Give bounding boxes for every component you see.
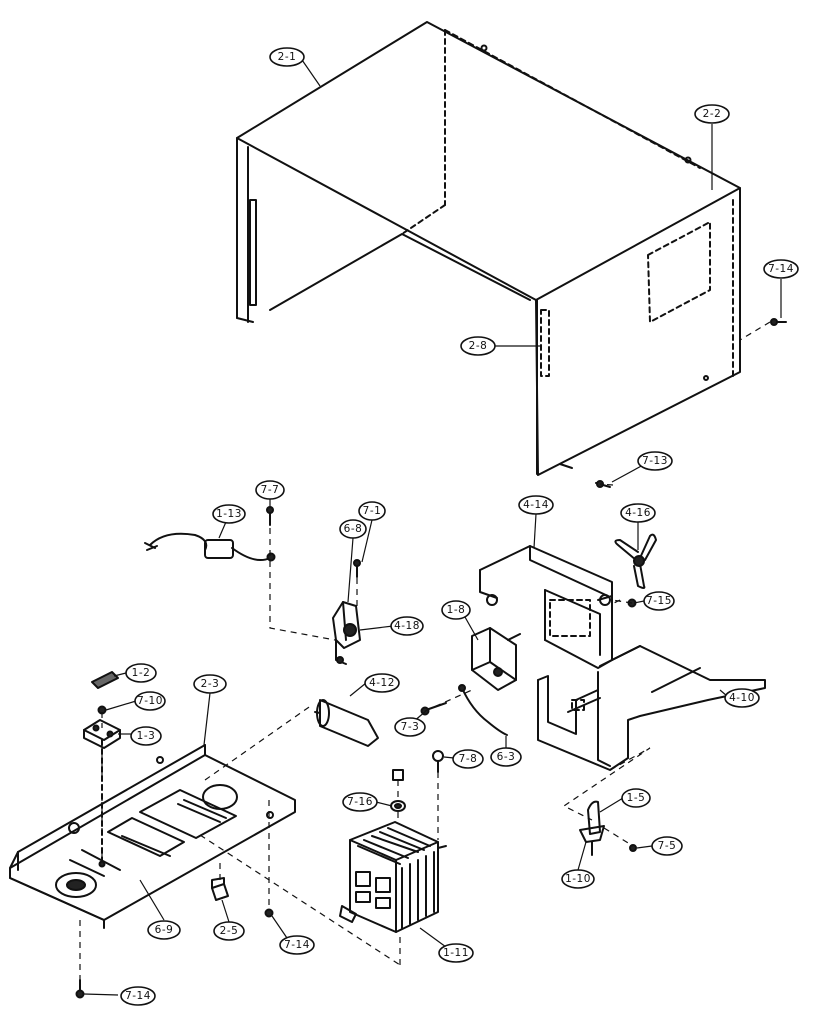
fan-motor bbox=[471, 627, 521, 691]
callout-label: 4-14 bbox=[523, 499, 549, 511]
callout-1-13: 1-13 bbox=[212, 504, 246, 524]
callout-6-8: 6-8 bbox=[339, 519, 367, 539]
outer-cabinet bbox=[236, 21, 741, 476]
callout-6-3: 6-3 bbox=[490, 747, 522, 767]
callout-label: 1-13 bbox=[216, 508, 242, 520]
callout-7-3: 7-3 bbox=[394, 717, 426, 737]
latch-bracket bbox=[332, 601, 361, 665]
callout-label: 7-15 bbox=[646, 595, 672, 607]
callout-label: 4-12 bbox=[369, 677, 395, 689]
air-guide bbox=[537, 645, 766, 771]
callout-label: 1-3 bbox=[137, 730, 156, 742]
callout-label: 2-5 bbox=[220, 925, 239, 937]
callout-1-3: 1-3 bbox=[130, 726, 162, 746]
callout-label: 7-16 bbox=[347, 796, 373, 808]
callout-2-5: 2-5 bbox=[213, 921, 245, 941]
callout-label: 2-3 bbox=[201, 678, 220, 690]
callout-label: 7-10 bbox=[137, 695, 163, 707]
callout-label: 1-10 bbox=[565, 873, 591, 885]
callout-label: 7-5 bbox=[658, 840, 677, 852]
callout-label: 7-14 bbox=[284, 939, 310, 951]
screw-7-16 bbox=[390, 769, 406, 812]
callout-7-14: 7-14 bbox=[763, 259, 799, 279]
callout-label: 4-16 bbox=[625, 507, 651, 519]
callout-7-14: 7-14 bbox=[279, 935, 315, 955]
callout-7-13: 7-13 bbox=[637, 451, 673, 471]
screw-7-8 bbox=[432, 750, 444, 773]
callout-leaders bbox=[83, 56, 782, 996]
base-plate bbox=[9, 739, 296, 929]
callout-7-15: 7-15 bbox=[643, 591, 675, 611]
screw-7-1 bbox=[353, 559, 361, 578]
screw-7-7 bbox=[266, 506, 274, 526]
screw-7-3 bbox=[420, 702, 447, 716]
callout-label: 1-8 bbox=[447, 604, 466, 616]
callout-label: 7-1 bbox=[363, 505, 382, 517]
callout-label: 6-9 bbox=[155, 924, 174, 936]
callout-7-8: 7-8 bbox=[452, 749, 484, 769]
callout-label: 1-11 bbox=[443, 947, 469, 959]
callout-2-8: 2-8 bbox=[460, 336, 496, 356]
callout-6-9: 6-9 bbox=[147, 920, 181, 940]
power-cord bbox=[144, 532, 276, 562]
callout-label: 7-7 bbox=[261, 484, 280, 496]
callout-7-5: 7-5 bbox=[651, 836, 683, 856]
callout-1-5: 1-5 bbox=[621, 788, 651, 808]
callout-2-3: 2-3 bbox=[193, 674, 227, 694]
callout-4-18: 4-18 bbox=[390, 616, 424, 636]
callout-1-11: 1-11 bbox=[438, 943, 474, 963]
callout-label: 7-3 bbox=[401, 721, 420, 733]
hv-diode bbox=[579, 800, 637, 856]
callout-7-16: 7-16 bbox=[342, 792, 378, 812]
callout-7-14: 7-14 bbox=[120, 986, 156, 1006]
callout-label: 1-2 bbox=[132, 667, 151, 679]
capacitor bbox=[314, 699, 379, 747]
screw-7-14-side bbox=[770, 318, 787, 326]
callout-1-8: 1-8 bbox=[441, 600, 471, 620]
callout-label: 6-8 bbox=[344, 523, 363, 535]
callout-label: 7-14 bbox=[125, 990, 151, 1002]
screw-7-14-base bbox=[264, 908, 274, 918]
transformer bbox=[339, 821, 447, 933]
callout-4-16: 4-16 bbox=[620, 503, 656, 523]
callout-7-10: 7-10 bbox=[134, 691, 166, 711]
callout-2-2: 2-2 bbox=[694, 104, 730, 124]
assembly-lines bbox=[79, 321, 771, 988]
callout-label: 2-8 bbox=[469, 340, 488, 352]
callout-7-1: 7-1 bbox=[358, 501, 386, 521]
callout-4-14: 4-14 bbox=[518, 495, 554, 515]
wire-harness bbox=[458, 684, 508, 736]
callout-1-2: 1-2 bbox=[125, 663, 157, 683]
callout-7-7: 7-7 bbox=[255, 480, 285, 500]
callout-1-10: 1-10 bbox=[561, 869, 595, 889]
thermal-cutout bbox=[83, 671, 121, 749]
callout-label: 4-18 bbox=[394, 620, 420, 632]
callout-label: 2-2 bbox=[703, 108, 722, 120]
callout-label: 2-1 bbox=[278, 51, 297, 63]
fan-duct bbox=[479, 545, 613, 669]
callout-label: 7-13 bbox=[642, 455, 668, 467]
screw-7-14-bottom bbox=[75, 979, 85, 999]
callout-label: 7-8 bbox=[459, 753, 478, 765]
screw-7-13 bbox=[595, 480, 611, 488]
callout-label: 1-5 bbox=[627, 792, 646, 804]
callout-4-10: 4-10 bbox=[724, 688, 760, 708]
callout-2-1: 2-1 bbox=[269, 47, 305, 67]
callout-label: 7-14 bbox=[768, 263, 794, 275]
callout-label: 6-3 bbox=[497, 751, 516, 763]
callout-label: 4-10 bbox=[729, 692, 755, 704]
rubber-foot bbox=[211, 877, 229, 901]
callout-4-12: 4-12 bbox=[364, 673, 400, 693]
